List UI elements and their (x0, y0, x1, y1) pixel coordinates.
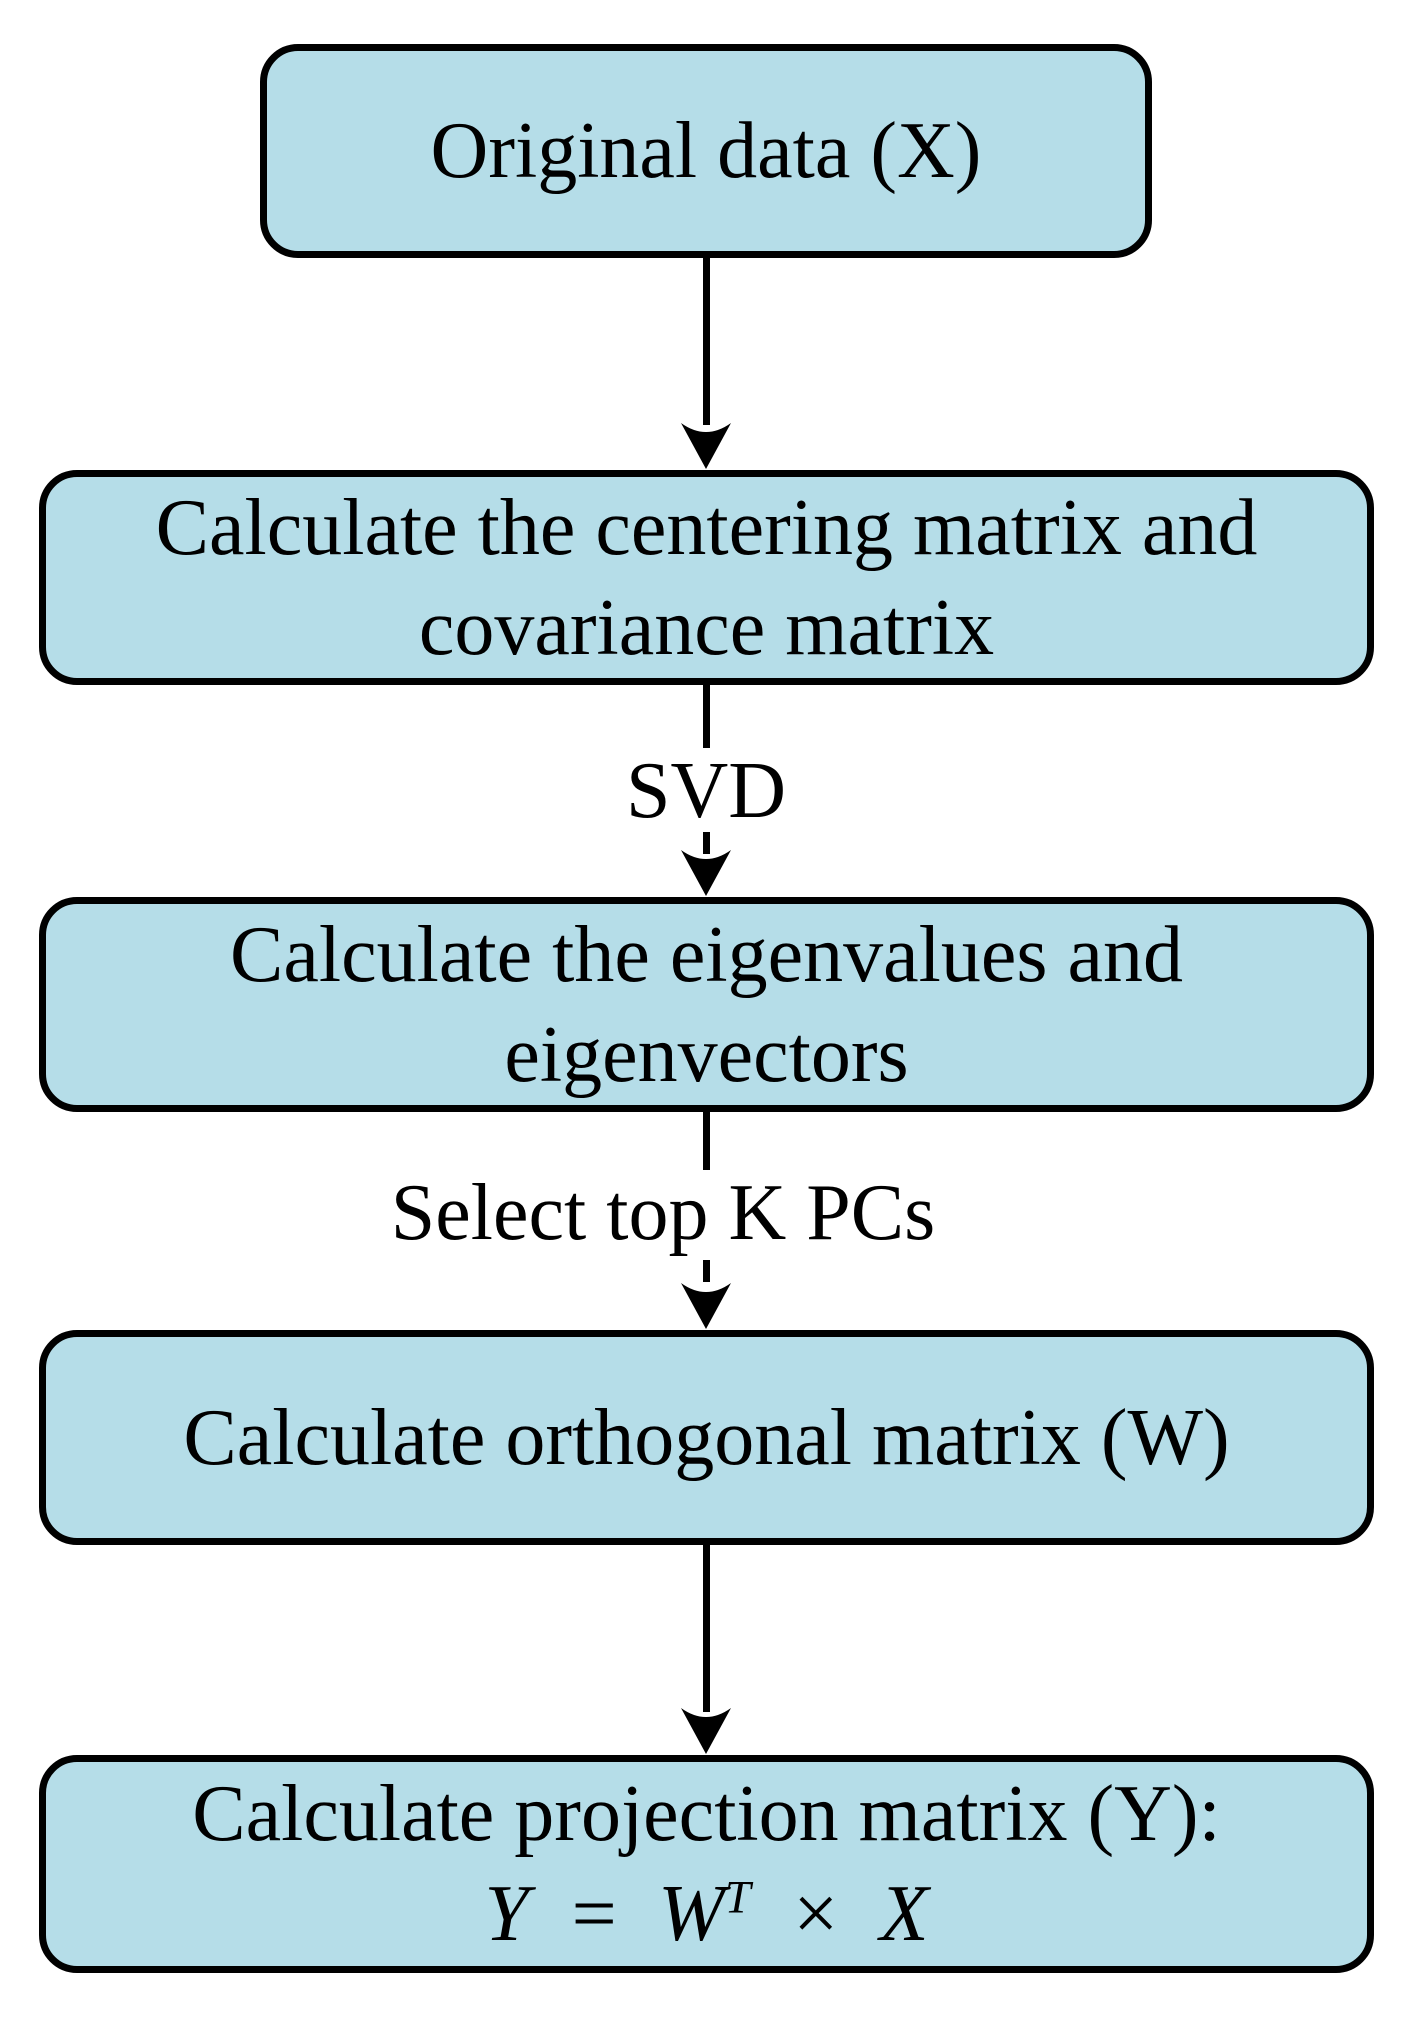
formula-operator: × (788, 1870, 843, 1958)
flow-box-orthogonal-matrix: Calculate orthogonal matrix (W) (39, 1330, 1374, 1545)
formula-rhs: X (879, 1870, 929, 1958)
box-label: Calculate the centering matrix and (155, 483, 1258, 572)
arrow-down-icon (681, 1708, 731, 1754)
flow-box-centering-covariance: Calculate the centering matrix and covar… (39, 470, 1374, 685)
box-label: Calculate orthogonal matrix (W) (183, 1393, 1230, 1482)
projection-formula: Y = WT × X (484, 1864, 928, 1964)
arrow-4-stem (703, 1545, 710, 1712)
edge-label-select-top-k: Select top K PCs (384, 1170, 942, 1256)
formula-equals: = (566, 1870, 621, 1958)
arrow-down-icon (681, 1283, 731, 1329)
arrow-2-stem-lower (703, 832, 710, 854)
formula-lhs: Y (484, 1870, 529, 1958)
formula-base: W (658, 1870, 725, 1958)
box-label: covariance matrix (418, 583, 995, 672)
arrow-1-stem (703, 258, 710, 425)
edge-label-svd: SVD (619, 748, 793, 834)
box-label: eigenvectors (504, 1010, 909, 1099)
flow-box-projection-matrix: Calculate projection matrix (Y): Y = WT … (39, 1755, 1374, 1973)
flow-box-eigenvalues: Calculate the eigenvalues and eigenvecto… (39, 897, 1374, 1112)
box-label: Calculate the eigenvalues and (230, 910, 1183, 999)
flow-box-original-data: Original data (X) (260, 44, 1152, 258)
arrow-3-stem (703, 1112, 710, 1174)
arrow-down-icon (681, 850, 731, 896)
arrow-2-stem (703, 685, 710, 748)
formula-superscript: T (724, 1872, 751, 1924)
box-label: Calculate projection matrix (Y): (192, 1770, 1221, 1858)
arrow-down-icon (681, 423, 731, 469)
box-label: Original data (X) (430, 107, 982, 195)
arrow-3-stem-lower (703, 1260, 710, 1282)
